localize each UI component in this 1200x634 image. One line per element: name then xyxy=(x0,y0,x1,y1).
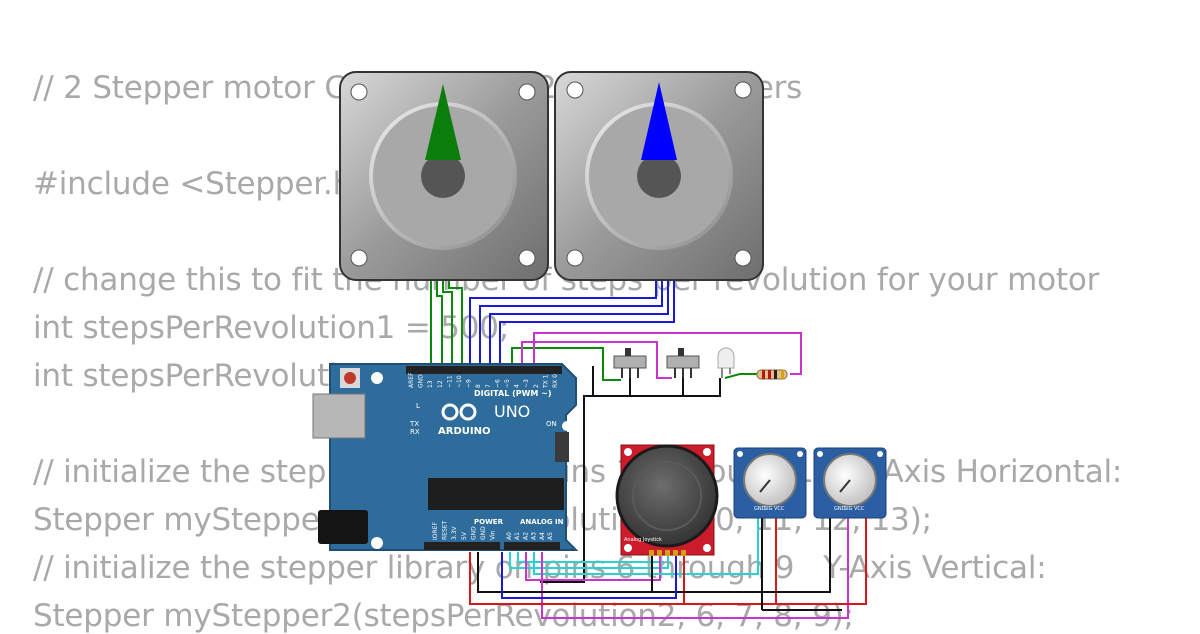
digital-pin-9: ~6 xyxy=(494,379,501,388)
slide-switch-2[interactable] xyxy=(666,348,700,378)
led[interactable] xyxy=(717,347,735,378)
analog-joystick[interactable]: Analog Joystick xyxy=(615,444,719,556)
digital-pin-3: 12 xyxy=(437,380,444,388)
power-pin-0: IOREF xyxy=(432,522,439,540)
stepper-motor-2[interactable] xyxy=(554,71,764,281)
pot2-pin-gnd: GND xyxy=(834,506,846,512)
stepper-motor-1[interactable] xyxy=(339,71,549,281)
power-pin-5: GND xyxy=(480,526,487,540)
motor2-pointer xyxy=(641,82,677,160)
wire-5v xyxy=(469,516,867,605)
power-pin-6: Vin xyxy=(490,530,497,540)
wire-motor2-a xyxy=(469,280,657,366)
wire-led xyxy=(533,332,802,375)
on-label: ON xyxy=(546,420,557,428)
wire-switch2 xyxy=(521,341,672,379)
analog-pin-5: A5 xyxy=(547,532,554,540)
digital-pin-10: ~5 xyxy=(504,379,511,388)
motor1-pointer xyxy=(425,84,461,160)
potentiometer-2[interactable]: GND SIG VCC xyxy=(813,447,887,519)
digital-pin-14: TX 1 xyxy=(542,374,549,389)
infinity-logo xyxy=(441,403,477,421)
microcontroller-chip xyxy=(428,478,564,510)
rx-label: RX xyxy=(410,428,420,436)
board-model: UNO xyxy=(494,402,530,421)
digital-pin-12: ~3 xyxy=(523,379,530,388)
wire-pot1 xyxy=(533,516,759,575)
analog-pin-2: A2 xyxy=(522,532,529,540)
digital-pin-11: 4 xyxy=(514,384,521,388)
joystick-knob[interactable] xyxy=(615,444,719,548)
power-pin-2: 3.3V xyxy=(451,525,458,540)
analog-pin-4: A4 xyxy=(539,532,546,540)
wire-analog-blue xyxy=(501,552,677,599)
power-label: POWER xyxy=(474,518,504,526)
board-brand: ARDUINO xyxy=(438,426,490,437)
wire-pot2-sig xyxy=(541,516,849,619)
digital-pin-0: AREF xyxy=(408,372,415,388)
l-label: L xyxy=(416,402,420,410)
power-jack xyxy=(318,510,368,544)
power-pin-1: RESET xyxy=(442,520,449,540)
slide-switch-1[interactable] xyxy=(613,348,647,378)
joystick-label: Analog Joystick xyxy=(624,537,662,543)
analog-header xyxy=(504,542,560,550)
wire-motor1-d xyxy=(448,280,463,366)
wire-motor1-b xyxy=(436,280,443,366)
pot1-pin-vcc: VCC xyxy=(774,506,785,512)
analog-pin-3: A3 xyxy=(531,532,538,540)
wire-pot1-sig xyxy=(517,552,664,563)
power-pin-4: GND xyxy=(470,526,477,540)
tx-label: TX xyxy=(409,420,419,428)
arduino-uno[interactable]: DIGITAL (PWM ~) UNO ARDUINO TX RX L ON P… xyxy=(312,363,579,551)
wire-switch1 xyxy=(511,347,621,381)
digital-label: DIGITAL (PWM ~) xyxy=(474,389,552,398)
analog-pin-0: A0 xyxy=(506,532,513,540)
pot1-pin-gnd: GND xyxy=(754,506,766,512)
digital-pin-1: GND xyxy=(418,374,425,388)
power-pin-3: 5V xyxy=(461,531,468,540)
digital-header xyxy=(406,366,562,374)
wire-motor2-c xyxy=(489,280,669,366)
wire-joy-sw xyxy=(525,552,661,581)
digital-pin-13: 2 xyxy=(533,384,540,388)
digital-pin-5: ~10 xyxy=(456,375,463,388)
analog-label: ANALOG IN xyxy=(520,518,564,526)
icsp-header xyxy=(555,432,569,462)
wires xyxy=(430,280,867,619)
pot2-pin-sig: SIG xyxy=(844,506,853,512)
digital-pin-2: 13 xyxy=(427,380,434,388)
wire-motor2-b xyxy=(479,280,663,366)
usb-port xyxy=(312,393,366,439)
code-line-4: int stepsPerRevolution1 = 500; xyxy=(33,310,510,346)
digital-pin-8: 7 xyxy=(485,384,492,388)
potentiometer-1[interactable]: GND SIG VCC xyxy=(733,447,807,519)
code-line-2: #include <Stepper.h> xyxy=(33,166,378,202)
digital-pin-15: RX 0 xyxy=(552,374,559,388)
digital-pin-6: ~9 xyxy=(466,379,473,388)
pot2-pin-vcc: VCC xyxy=(854,506,865,512)
pot1-pin-sig: SIG xyxy=(764,506,773,512)
analog-pin-1: A1 xyxy=(514,532,521,540)
wire-joy-vrx xyxy=(509,552,669,569)
wire-motor1-c xyxy=(442,280,453,366)
digital-pin-7: 8 xyxy=(475,384,482,388)
resistor xyxy=(756,369,788,380)
wire-led-resistor xyxy=(724,373,757,379)
wire-gnd xyxy=(477,516,831,593)
power-header xyxy=(424,542,500,550)
wire-motor2-d xyxy=(499,280,675,366)
digital-pin-4: ~11 xyxy=(446,375,453,388)
